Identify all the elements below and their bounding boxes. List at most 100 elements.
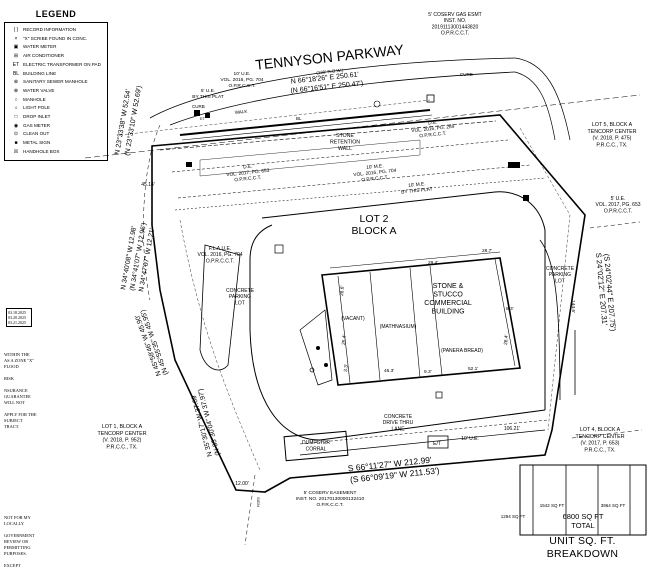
drainage-easement-label: VOL. 2016, PG. 289 bbox=[411, 124, 455, 135]
dimension-label: 10' U.E. bbox=[461, 436, 479, 442]
handhole-box-icon bbox=[435, 391, 443, 399]
note-line: WILL NOT bbox=[4, 400, 25, 405]
legend-symbol-icon: □ bbox=[14, 114, 18, 120]
legend-item: ( )RECORD INFORMATION bbox=[9, 27, 76, 33]
dimension-label: 9.3' bbox=[424, 369, 432, 375]
note-line: APPLY FOR THE bbox=[4, 412, 37, 417]
note-line: NSURANCE bbox=[4, 388, 28, 393]
stone-wall-area bbox=[179, 94, 529, 201]
parking-label: PARKING bbox=[549, 272, 571, 278]
flaue-label: F.L.A.U.E. bbox=[209, 246, 232, 252]
marker-label: E/T bbox=[433, 441, 441, 447]
gas-easement-label: 5' COSERV GAS ESMT bbox=[428, 12, 481, 18]
breakdown-label-line: BREAKDOWN bbox=[546, 548, 619, 560]
property-boundary bbox=[151, 114, 586, 493]
dumpster-label: DUMPSTER bbox=[302, 440, 330, 446]
legend-label: CLEAN OUT bbox=[23, 131, 50, 137]
walk-label: WALK bbox=[235, 109, 248, 115]
row-width: (120' R.O.W.) bbox=[316, 68, 344, 76]
legend-label: BUILDING LINE bbox=[23, 70, 57, 76]
legend-item: ☼LIGHT POLE bbox=[9, 105, 50, 111]
legend-symbol-icon: ◉ bbox=[13, 122, 19, 129]
water-meter-icon bbox=[194, 110, 200, 116]
tenant-label: (VACANT) bbox=[341, 316, 365, 322]
maintenance-easement-label: BY THIS PLAT bbox=[401, 186, 433, 195]
dimension-label: 45.14' bbox=[141, 182, 155, 188]
adjacent-lot-label: TENCORP CENTER bbox=[97, 431, 146, 437]
transformer-icon bbox=[508, 162, 520, 168]
dimension-label: 28.6' bbox=[339, 285, 346, 296]
legend-item: ×"X" SCRIBE FOUND IN CONC. bbox=[9, 35, 88, 42]
utility-easement-label: VOL. 2017, PG. 653 bbox=[595, 202, 640, 208]
utility-easement-label: 10' U.E. bbox=[234, 71, 251, 77]
total-area-label: 6800 SQ FT bbox=[563, 512, 604, 521]
building-name: STUCCO bbox=[433, 292, 463, 299]
building-name: COMMERCIAL bbox=[424, 300, 472, 307]
legend-symbol-icon: ○ bbox=[14, 96, 18, 103]
legend-label: GAS METER bbox=[23, 122, 51, 128]
legend-symbol-icon: × bbox=[14, 35, 18, 42]
adjacent-lot-label: (V. 2018, P. 475) bbox=[593, 136, 632, 142]
drive-lane-label: DRIVE THRU bbox=[383, 420, 414, 426]
parking-label: LOT bbox=[555, 278, 565, 284]
adjacent-lot-label: LOT 4, BLOCK A bbox=[580, 427, 621, 433]
note-line: SUBJECT bbox=[4, 418, 23, 423]
parking-label: CONCRETE bbox=[226, 288, 255, 294]
note-line: RISK bbox=[4, 376, 15, 381]
legend-label: SANITARY SEWER MANHOLE bbox=[23, 79, 88, 85]
drive-lane-label: CONCRETE bbox=[384, 414, 413, 420]
gas-easement-label: 20191113001443820 bbox=[432, 24, 479, 30]
flaue-label: O.P.R.C.C.T. bbox=[206, 258, 234, 264]
dimension-label: 52.1' bbox=[468, 366, 478, 372]
manhole-icon bbox=[373, 100, 381, 108]
drainage-easement-label: O.P.R.C.C.T. bbox=[234, 175, 262, 184]
drainage-easement-label: VOL. 2017, PG. 653 bbox=[226, 168, 270, 179]
legend-label: METAL SIGN bbox=[23, 140, 51, 146]
stone-wall-label: RETENTION bbox=[330, 139, 360, 145]
breakdown-label: UNIT SQ. FT. BREAKDOWN bbox=[520, 535, 645, 561]
parking-label: PARKING bbox=[229, 294, 251, 300]
clean-out-icon bbox=[309, 367, 315, 373]
note-line: EXCEPT bbox=[4, 563, 21, 568]
dimension-label: 46.3' bbox=[384, 368, 394, 374]
stone-wall-label: STONE bbox=[336, 133, 354, 139]
legend-symbol-icon: ☒ bbox=[13, 148, 19, 155]
revision-date: 03.20.2025 bbox=[8, 315, 26, 320]
tenant-label: (MATHNASIUM) bbox=[380, 324, 417, 330]
gas-easement-label: O.P.R.C.C.T. bbox=[441, 31, 469, 37]
dimension-label: 12.00' bbox=[235, 481, 249, 487]
note-line: AS A ZONE "X" bbox=[4, 358, 35, 363]
unit-area-label: 3964 SQ FT bbox=[601, 503, 626, 508]
dumpster-corral bbox=[283, 430, 349, 462]
revision-date: 03.21.2025 bbox=[8, 320, 26, 325]
dimension-label: 29.4' bbox=[428, 260, 438, 266]
marker-label: BL bbox=[296, 116, 302, 121]
unit-breakdown-diagram bbox=[519, 464, 647, 536]
legend-label: AIR CONDITIONER bbox=[23, 53, 65, 59]
block-letter: BLOCK A bbox=[352, 225, 397, 237]
maintenance-easement-label: O.P.R.C.C.T. bbox=[361, 175, 389, 184]
drainage-easement-label: D.E. bbox=[243, 164, 253, 171]
building-name: STONE & bbox=[433, 283, 464, 290]
utility-easement-label: VOL. 2016, PG. 704 bbox=[220, 77, 264, 83]
lot-number: LOT 2 bbox=[360, 213, 389, 225]
metal-sign-icon bbox=[523, 195, 529, 201]
dimension-label: 144.6' bbox=[570, 300, 576, 313]
drainage-easement-label: O.P.R.C.C.T. bbox=[419, 131, 447, 140]
legend-symbol-icon: ⊙ bbox=[13, 131, 19, 138]
legend-panel: LEGEND ( )RECORD INFORMATION×"X" SCRIBE … bbox=[4, 9, 108, 161]
gas-easement-label: INST. NO. bbox=[444, 18, 467, 24]
revision-dates: 03.18.2025 03.20.2025 03.21.2025 bbox=[6, 308, 32, 327]
legend-label: DROP INLET bbox=[23, 114, 51, 119]
legend-symbol-icon: ET bbox=[12, 61, 20, 68]
dimension-label: 28.7' bbox=[482, 248, 492, 254]
legend-item: ⊞AIR CONDITIONER bbox=[9, 53, 64, 59]
dumpster-label: CORRAL bbox=[306, 447, 327, 453]
building bbox=[321, 251, 521, 386]
legend-item: ○MANHOLE bbox=[9, 96, 45, 103]
unit-area-label: 1294 SQ FT bbox=[501, 514, 526, 519]
unit-area-label: 1542 SQ FT bbox=[540, 503, 565, 508]
legend-item: □ DROP INLET bbox=[9, 114, 50, 120]
